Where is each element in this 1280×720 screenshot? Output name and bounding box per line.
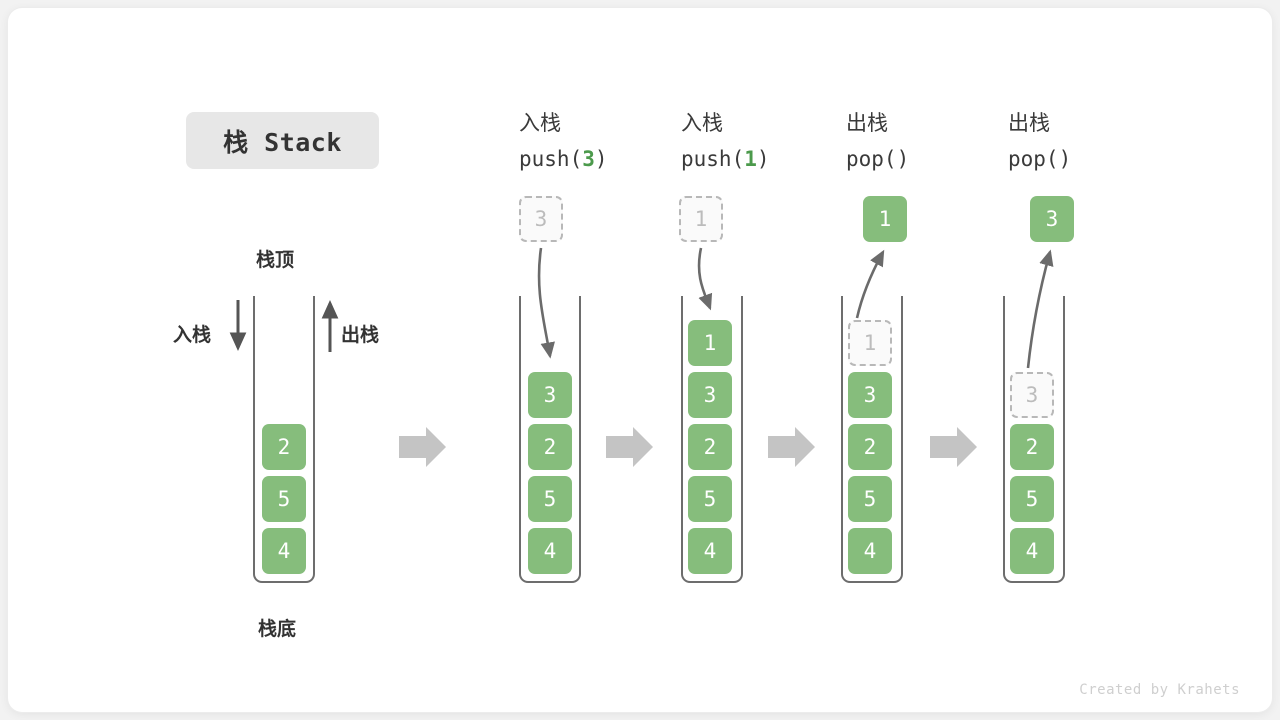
code-prefix: push( bbox=[681, 147, 745, 171]
stack-cell: 4 bbox=[1010, 528, 1054, 574]
stack-cell: 5 bbox=[262, 476, 306, 522]
stack-cell: 2 bbox=[688, 424, 732, 470]
stack-container-push-1 bbox=[681, 296, 743, 583]
stack-cell: 3 bbox=[848, 372, 892, 418]
label-pop-side: 出栈 bbox=[341, 324, 380, 346]
stack-cell: 3 bbox=[1010, 372, 1054, 418]
label-push-side: 入栈 bbox=[173, 324, 212, 346]
code-arg: 3 bbox=[582, 147, 595, 171]
stack-cell: 2 bbox=[848, 424, 892, 470]
stack-cell: 4 bbox=[688, 528, 732, 574]
code-arg: 1 bbox=[744, 147, 757, 171]
column-header-push-1: 入栈 push(1) bbox=[681, 105, 851, 177]
column-header-push-3: 入栈 push(3) bbox=[519, 105, 689, 177]
label-stack-bottom: 栈底 bbox=[258, 618, 297, 640]
stack-cell: 5 bbox=[1010, 476, 1054, 522]
column-header-code: pop() bbox=[846, 141, 1016, 177]
column-header-cn: 入栈 bbox=[681, 111, 723, 135]
column-header-cn: 出栈 bbox=[846, 111, 888, 135]
code-suffix: ) bbox=[1058, 147, 1072, 171]
stack-container-pop-3 bbox=[1003, 296, 1065, 583]
column-header-code: pop() bbox=[1008, 141, 1178, 177]
floating-cell-pop-1: 1 bbox=[863, 196, 907, 242]
code-suffix: ) bbox=[594, 147, 608, 171]
stack-cell: 4 bbox=[528, 528, 572, 574]
stack-container-initial bbox=[253, 296, 315, 583]
credit-text: Created by Krahets bbox=[1079, 682, 1240, 698]
stack-container-pop-1 bbox=[841, 296, 903, 583]
stack-cell: 1 bbox=[848, 320, 892, 366]
stack-cell: 3 bbox=[688, 372, 732, 418]
diagram-title-chip: 栈 Stack bbox=[186, 112, 379, 169]
stack-cell: 2 bbox=[528, 424, 572, 470]
stack-cell: 5 bbox=[848, 476, 892, 522]
code-prefix: pop( bbox=[1008, 147, 1059, 171]
stack-cell: 5 bbox=[528, 476, 572, 522]
column-header-pop-3: 出栈 pop() bbox=[1008, 105, 1178, 177]
floating-cell-push-1: 1 bbox=[679, 196, 723, 242]
stack-cell: 3 bbox=[528, 372, 572, 418]
label-stack-top: 栈顶 bbox=[256, 249, 295, 271]
column-header-code: push(3) bbox=[519, 141, 689, 177]
code-suffix: ) bbox=[896, 147, 910, 171]
floating-cell-pop-3: 3 bbox=[1030, 196, 1074, 242]
column-header-pop-1: 出栈 pop() bbox=[846, 105, 1016, 177]
stack-cell: 5 bbox=[688, 476, 732, 522]
stack-container-push-3 bbox=[519, 296, 581, 583]
stack-cell: 4 bbox=[848, 528, 892, 574]
column-header-code: push(1) bbox=[681, 141, 851, 177]
column-header-cn: 出栈 bbox=[1008, 111, 1050, 135]
stack-cell: 4 bbox=[262, 528, 306, 574]
column-header-cn: 入栈 bbox=[519, 111, 561, 135]
code-suffix: ) bbox=[756, 147, 770, 171]
floating-cell-push-3: 3 bbox=[519, 196, 563, 242]
code-prefix: push( bbox=[519, 147, 583, 171]
code-prefix: pop( bbox=[846, 147, 897, 171]
stack-cell: 2 bbox=[262, 424, 306, 470]
stack-cell: 2 bbox=[1010, 424, 1054, 470]
stack-cell: 1 bbox=[688, 320, 732, 366]
